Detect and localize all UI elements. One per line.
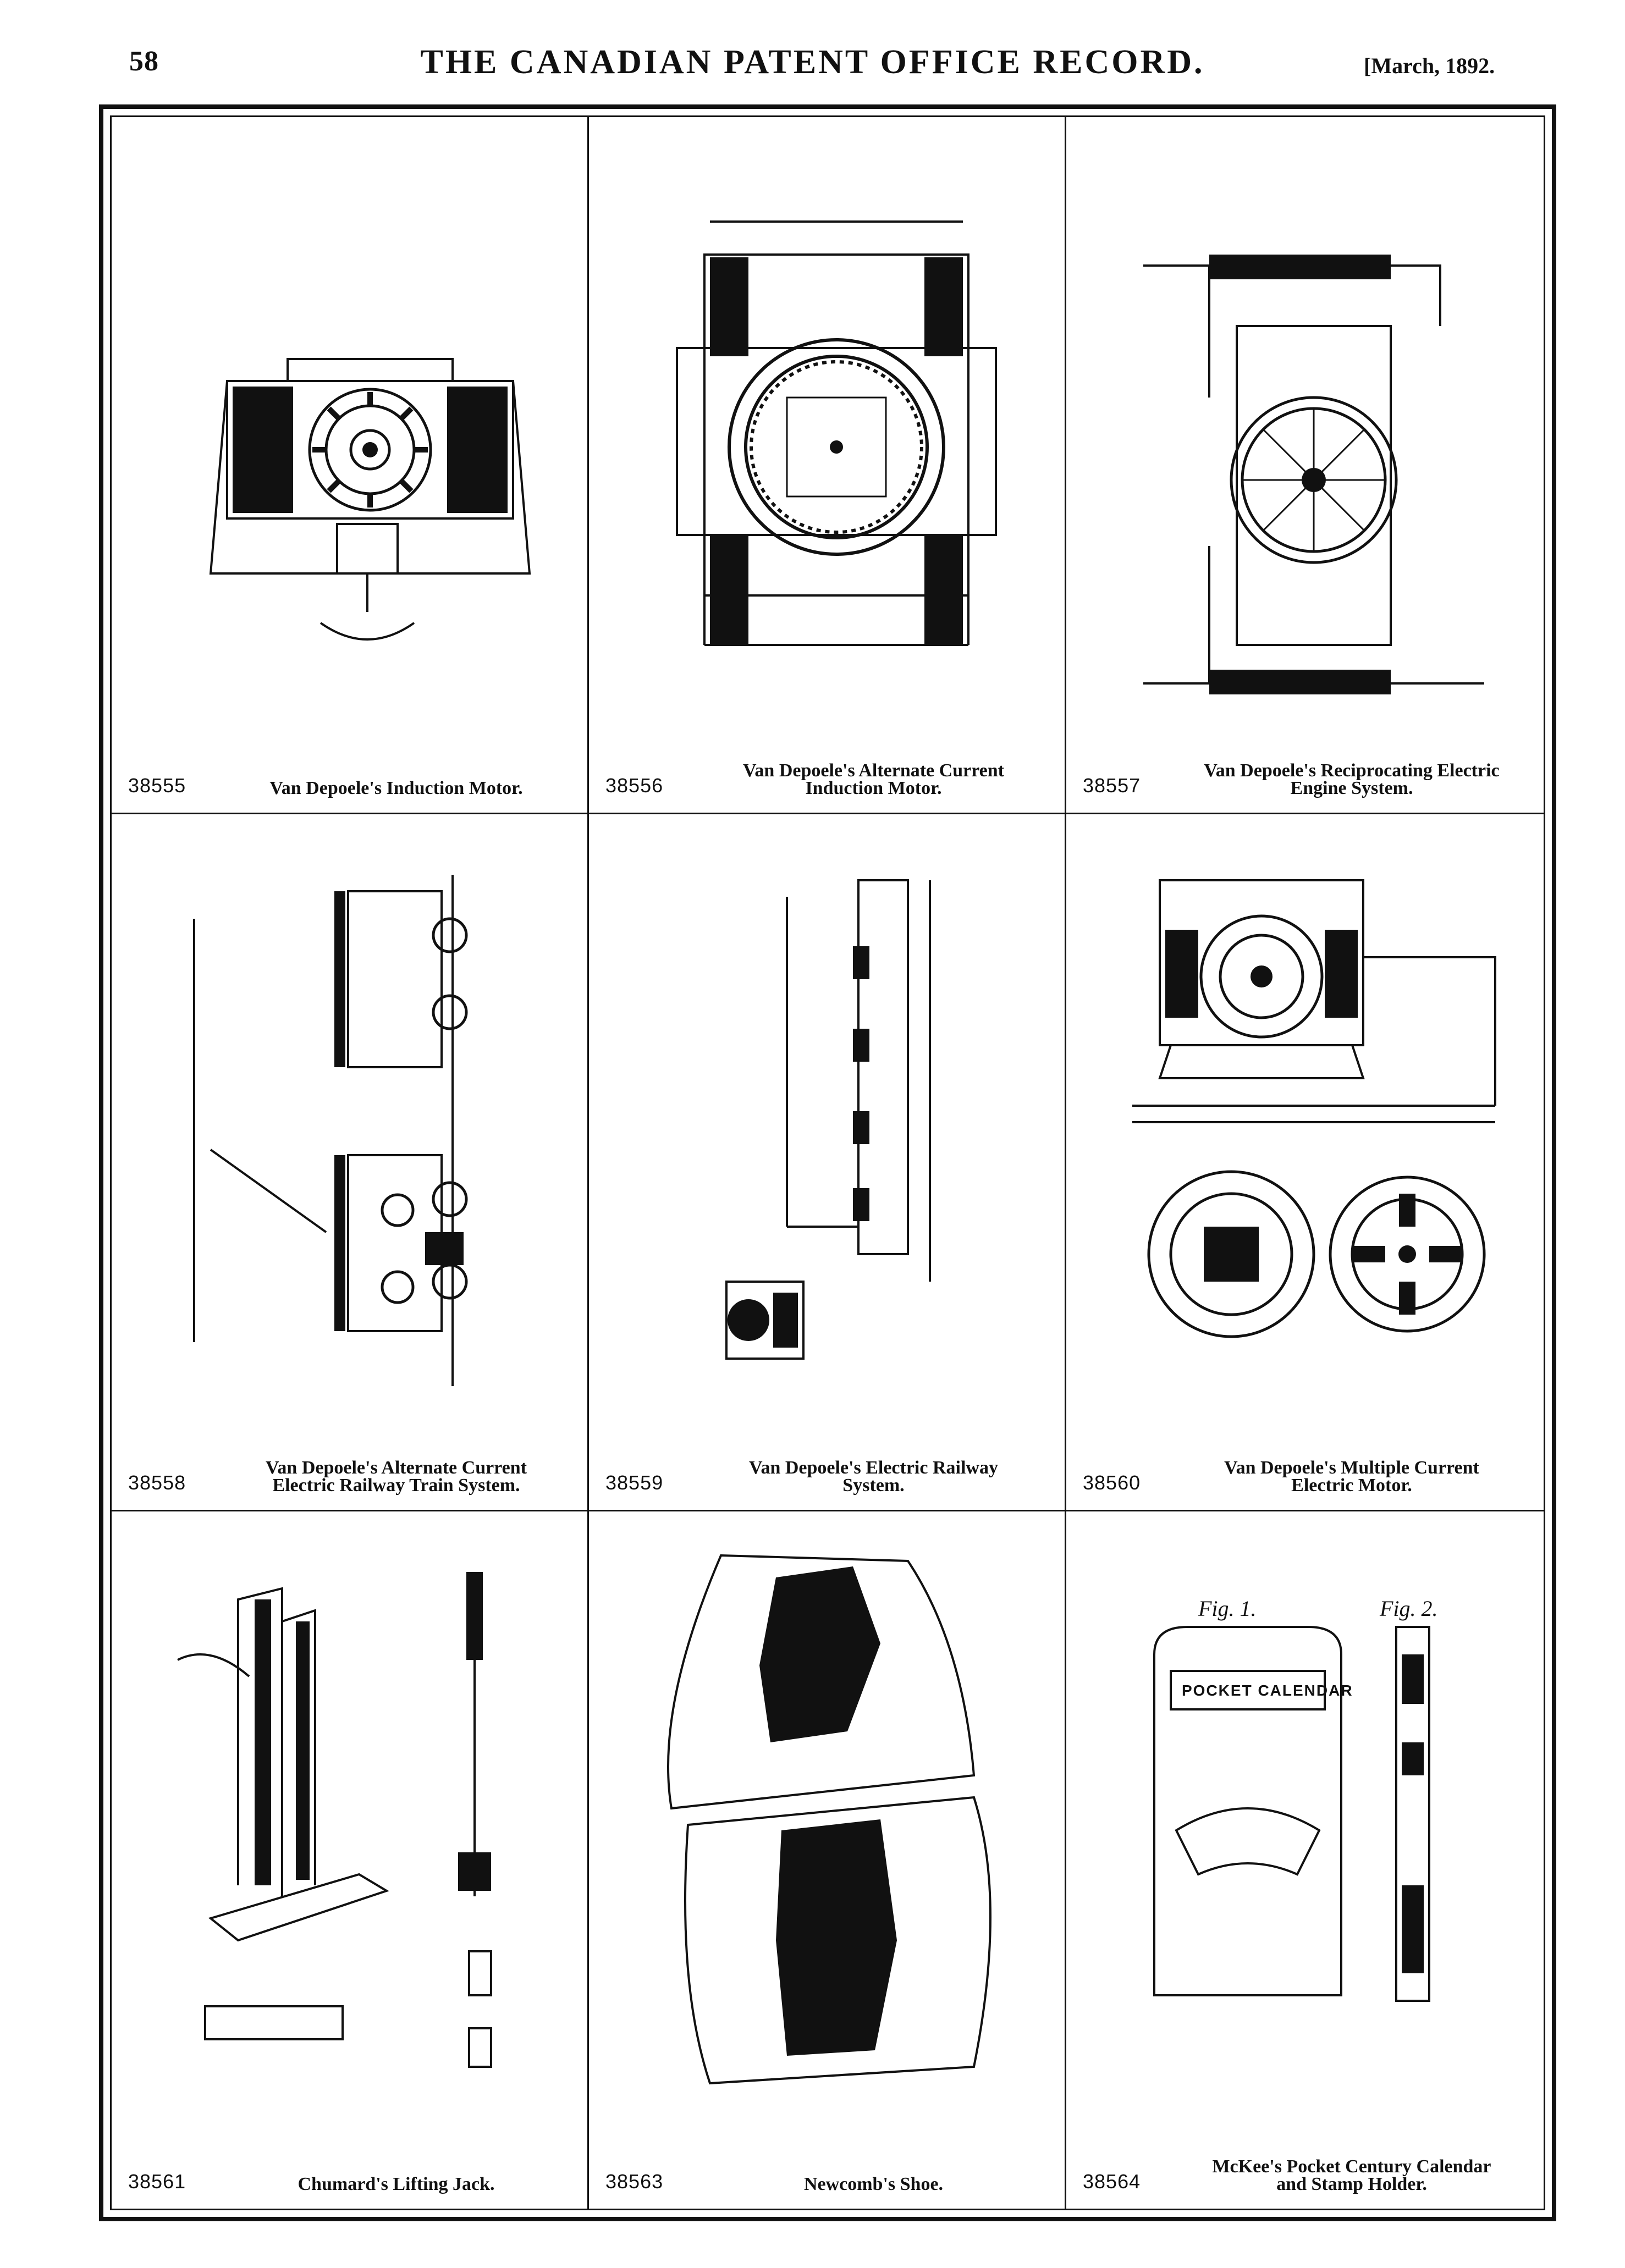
railway-train-illustration [193, 875, 468, 1386]
plate-caption: 38561 Chumard's Lifting Jack. [128, 2133, 576, 2194]
patent-number: 38555 [128, 774, 186, 797]
patent-title: Van Depoele's Alternate Current Electric… [265, 1458, 527, 1496]
page-frame-outer [99, 104, 1556, 2221]
journal-title: THE CANADIAN PATENT OFFICE RECORD. [420, 43, 1205, 81]
drawing-electric-railway [622, 847, 1033, 1408]
patent-number: 38557 [1083, 774, 1141, 797]
plate-caption: 38557 Van Depoele's Reciprocating Electr… [1083, 737, 1533, 798]
plates-grid: 38555 Van Depoele's Induction Motor. [112, 117, 1544, 2209]
drawing-reciprocating-engine [1099, 150, 1511, 711]
patent-title: McKee's Pocket Century Calendar and Stam… [1212, 2156, 1491, 2194]
plate-38560: 38560 Van Depoele's Multiple Current Ele… [1066, 814, 1544, 1511]
page-number: 58 [129, 46, 159, 77]
patent-title: Newcomb's Shoe. [803, 2174, 944, 2194]
plate-38561: 38561 Chumard's Lifting Jack. [112, 1511, 589, 2209]
patent-number: 38560 [1083, 1471, 1141, 1494]
plate-caption: 38560 Van Depoele's Multiple Current Ele… [1083, 1434, 1533, 1496]
plate-caption: 38556 Van Depoele's Alternate Current In… [605, 737, 1054, 798]
alternate-current-motor-illustration [676, 220, 997, 646]
patent-number: 38558 [128, 1471, 186, 1494]
multiple-current-motor-illustration [1132, 879, 1496, 1338]
drawing-lifting-jack [145, 1544, 556, 2105]
patent-title: Van Depoele's Reciprocating Electric Eng… [1204, 760, 1500, 798]
patent-title: Van Depoele's Induction Motor. [269, 778, 523, 798]
drawing-multiple-current-motor [1099, 847, 1511, 1408]
issue-date: [March, 1892. [1364, 53, 1495, 78]
patent-title: Van Depoele's Alternate Current Inductio… [742, 760, 1004, 798]
patent-title: Van Depoele's Electric Railway System. [749, 1458, 998, 1496]
reciprocating-engine-illustration [1143, 255, 1484, 694]
pocket-calendar-text: POCKET CALENDAR [1182, 1682, 1353, 1699]
page-header: 58 THE CANADIAN PATENT OFFICE RECORD. [M… [0, 0, 1625, 99]
plate-caption: 38555 Van Depoele's Induction Motor. [128, 737, 576, 798]
drawing-induction-motor [145, 150, 556, 711]
drawing-railway-train-system [145, 847, 556, 1408]
plate-38559: 38559 Van Depoele's Electric Railway Sys… [589, 814, 1066, 1511]
plate-caption: 38563 Newcomb's Shoe. [605, 2133, 1054, 2194]
plate-38563: 38563 Newcomb's Shoe. [589, 1511, 1066, 2209]
plate-caption: 38558 Van Depoele's Alternate Current El… [128, 1434, 576, 1496]
induction-motor-illustration [209, 358, 531, 641]
pocket-calendar-illustration: Fig. 1. Fig. 2. POCKET CALENDAR [1153, 1596, 1438, 2002]
plate-38564: Fig. 1. Fig. 2. POCKET CALENDAR 38564 Mc… [1066, 1511, 1544, 2209]
shoe-illustration [667, 1554, 991, 2085]
page-frame-inner [110, 115, 1545, 2210]
drawing-pocket-calendar: Fig. 1. Fig. 2. POCKET CALENDAR [1099, 1544, 1511, 2105]
patent-number: 38559 [605, 1471, 664, 1494]
plate-38555: 38555 Van Depoele's Induction Motor. [112, 117, 589, 814]
plate-38558: 38558 Van Depoele's Alternate Current El… [112, 814, 589, 1511]
plate-38557: 38557 Van Depoele's Reciprocating Electr… [1066, 117, 1544, 814]
patent-number: 38564 [1083, 2170, 1141, 2193]
drawing-shoe [622, 1544, 1033, 2105]
lifting-jack-illustration [177, 1572, 492, 2068]
electric-railway-illustration [725, 879, 931, 1360]
patent-title: Chumard's Lifting Jack. [298, 2174, 495, 2194]
patent-title: Van Depoele's Multiple Current Electric … [1224, 1458, 1479, 1496]
fig1-label: Fig. 1. [1198, 1596, 1257, 1621]
patent-number: 38556 [605, 774, 664, 797]
patent-number: 38563 [605, 2170, 664, 2193]
drawing-alternate-current-motor [622, 150, 1033, 711]
plate-caption: 38564 McKee's Pocket Century Calendar an… [1083, 2133, 1533, 2194]
patent-number: 38561 [128, 2170, 186, 2193]
fig2-label: Fig. 2. [1379, 1596, 1438, 1621]
plate-38556: 38556 Van Depoele's Alternate Current In… [589, 117, 1066, 814]
plate-caption: 38559 Van Depoele's Electric Railway Sys… [605, 1434, 1054, 1496]
